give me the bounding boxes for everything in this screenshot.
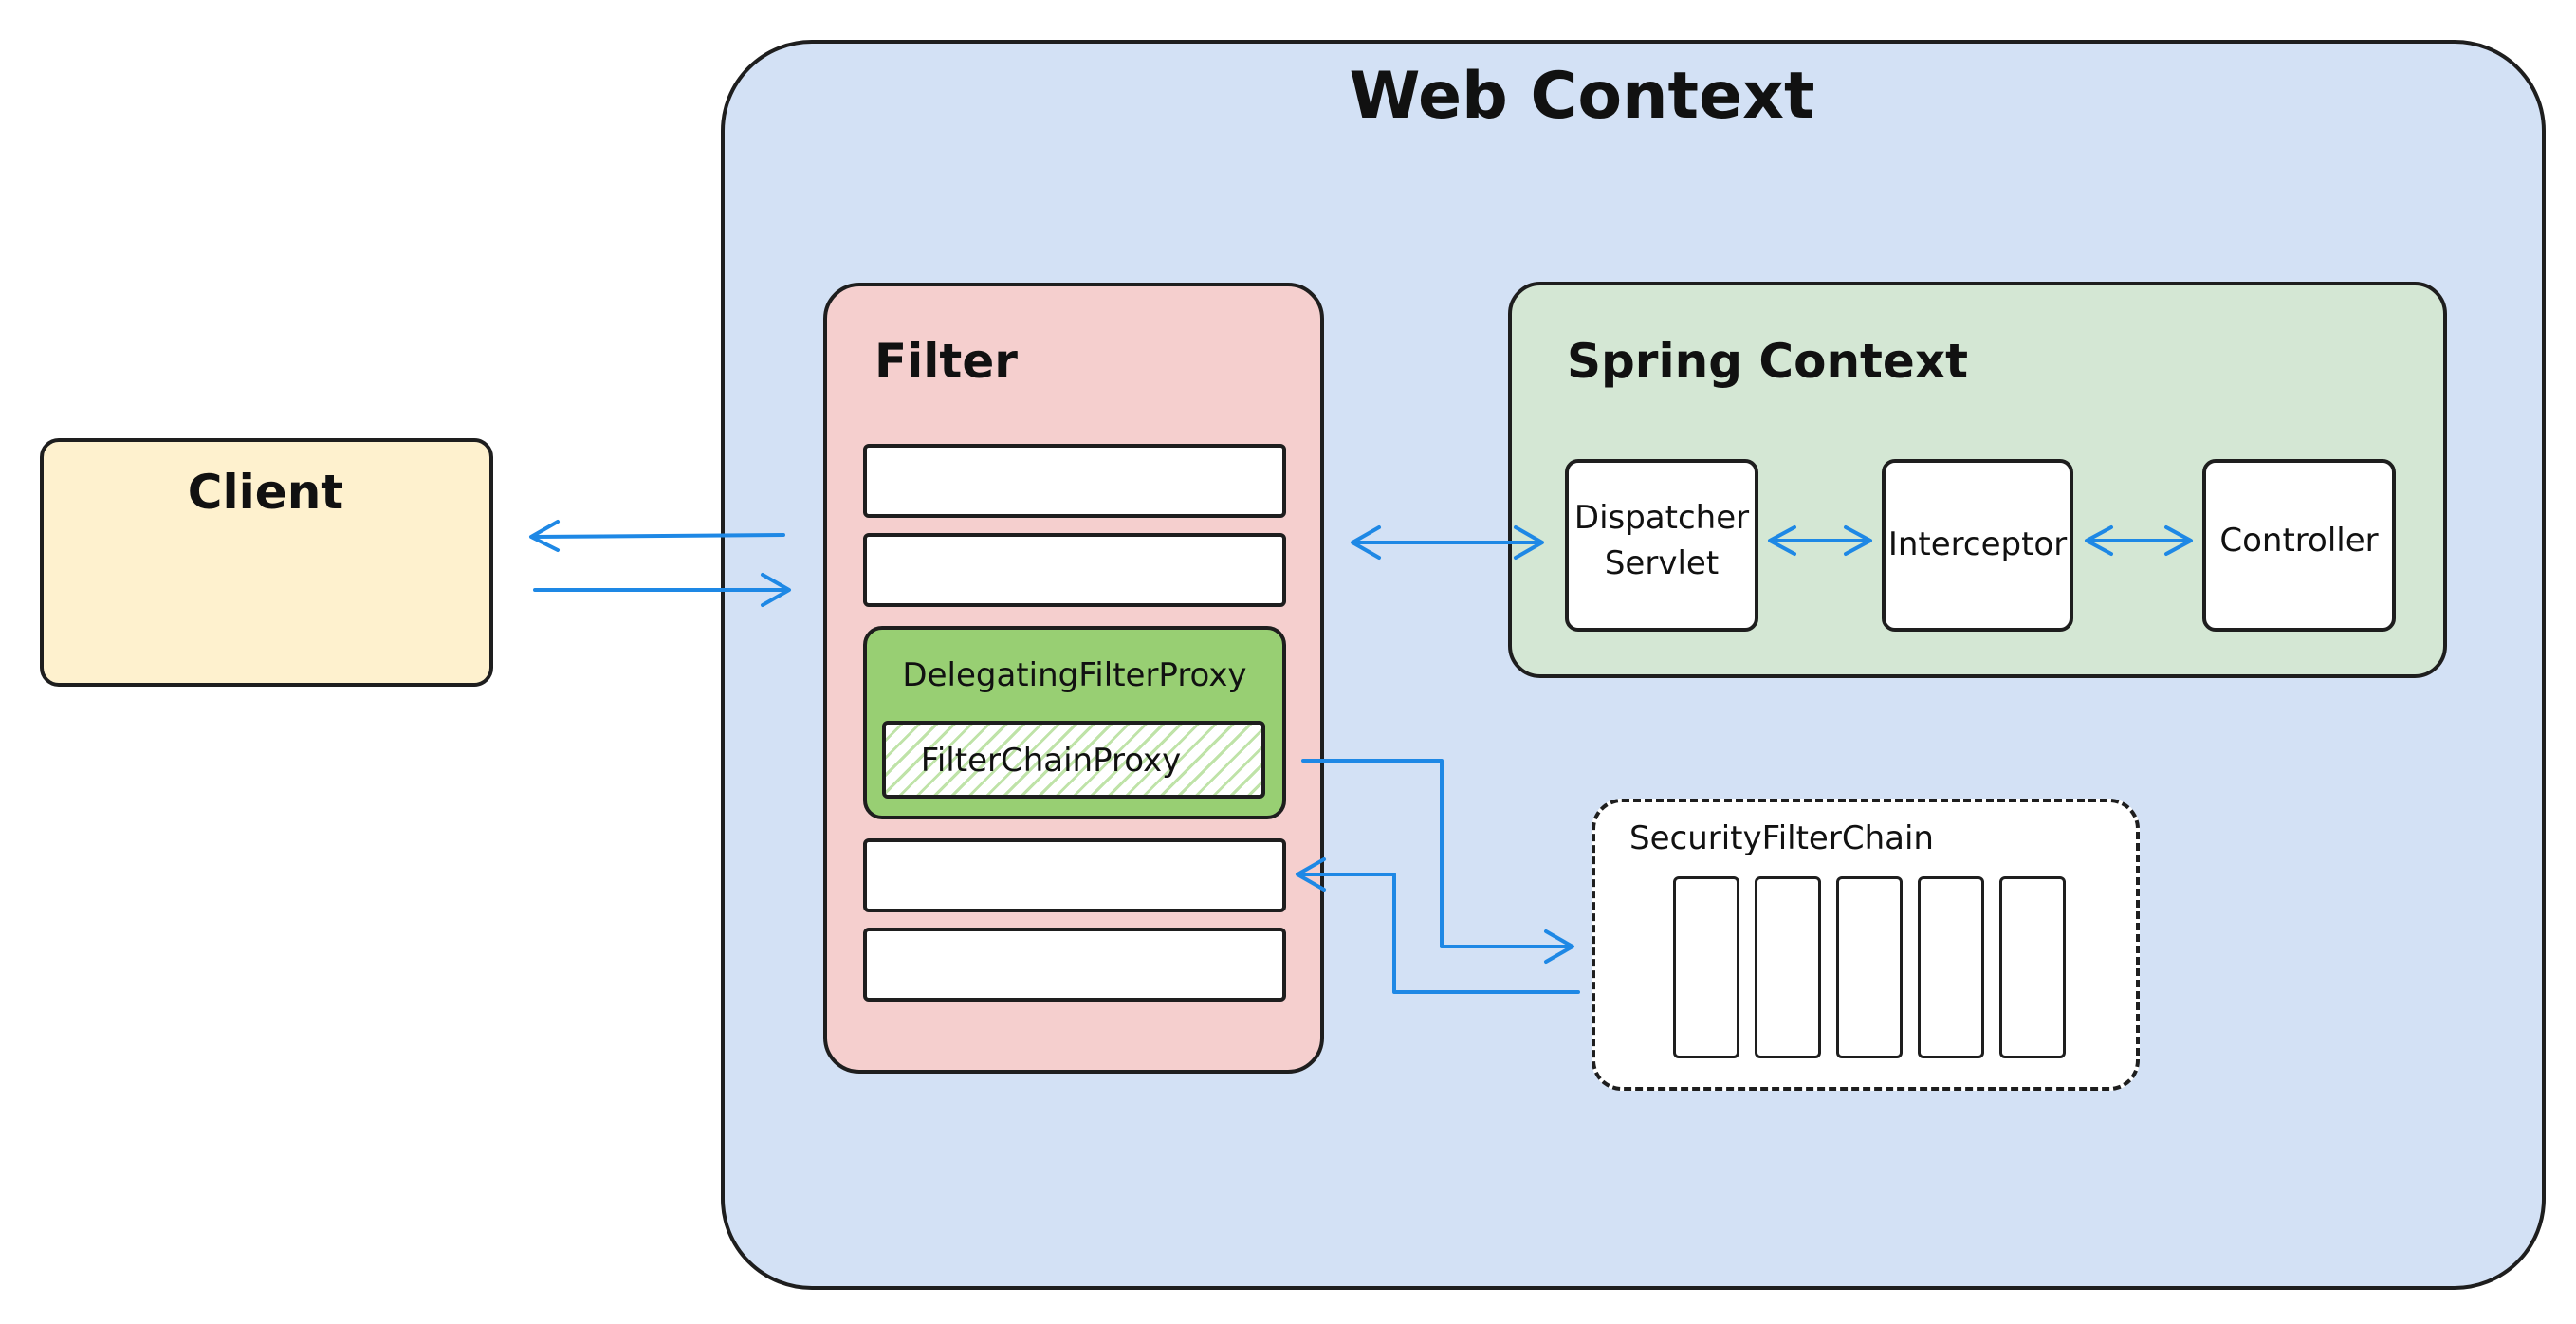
- filter-slot: [863, 444, 1286, 518]
- security-filter-chain-title: SecurityFilterChain: [1629, 819, 1934, 857]
- spring-context-title: Spring Context: [1567, 334, 1968, 389]
- client-title: Client: [187, 465, 344, 520]
- delegating-filter-proxy-label: DelegatingFilterProxy: [902, 656, 1247, 694]
- filter-chain-proxy-box: [882, 721, 1265, 799]
- interceptor-label: Interceptor: [1887, 525, 2068, 563]
- filter-slot: [863, 533, 1286, 607]
- controller-label: Controller: [2219, 522, 2379, 560]
- security-filter-cell: [1999, 876, 2066, 1058]
- security-filter-cell: [1918, 876, 1984, 1058]
- filter-chain-proxy-label: FilterChainProxy: [920, 742, 1182, 780]
- filter-slot: [863, 928, 1286, 1002]
- dispatcher-servlet-label-line2: Servlet: [1604, 544, 1720, 582]
- filter-title: Filter: [874, 334, 1018, 389]
- security-filter-cell: [1836, 876, 1903, 1058]
- dispatcher-servlet-box: [1565, 459, 1758, 632]
- security-filter-cell: [1673, 876, 1739, 1058]
- interceptor-box: [1882, 459, 2073, 632]
- filter-slot: [863, 838, 1286, 912]
- web-context-title: Web Context: [1349, 59, 1815, 134]
- client-box: [40, 438, 493, 687]
- dispatcher-servlet-label-line1: Dispatcher: [1573, 499, 1750, 537]
- controller-box: [2202, 459, 2396, 632]
- security-filter-cell: [1755, 876, 1821, 1058]
